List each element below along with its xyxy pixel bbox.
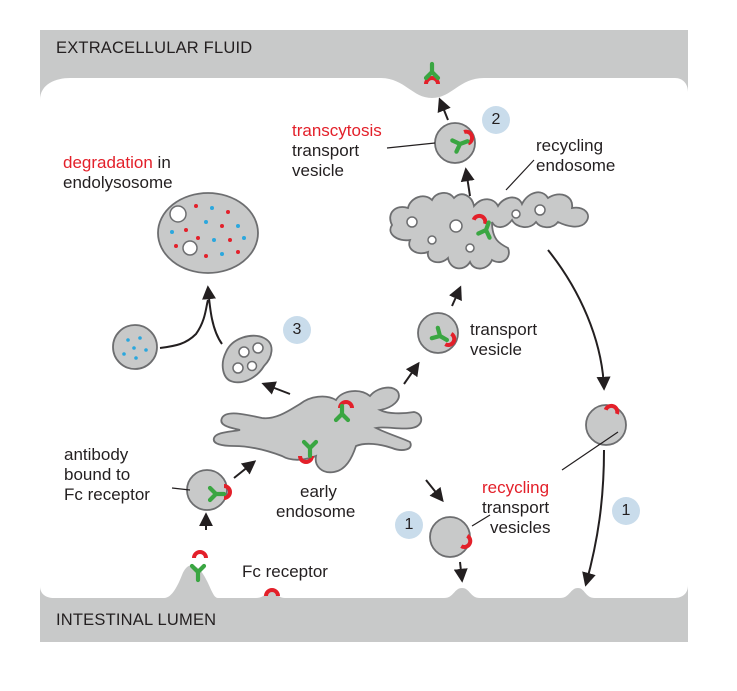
region-extracellular: EXTRACELLULAR FLUID [56,39,253,57]
step-badge-2: 2 [482,106,510,134]
label-degradation-red: degradation [63,153,153,172]
antibody-bound-vesicle [186,469,228,511]
label-early: early [300,482,337,501]
label-recycling: recycling [482,478,550,497]
label-antibody: antibody [64,445,129,464]
label-recycling-endosome-1: recycling [536,136,604,155]
label-degradation: degradation in [63,153,171,173]
label-transport-vesicle-1: transport [470,320,538,339]
label-bound-to: bound to [64,465,131,484]
recycling-vesicle-right [585,404,627,446]
leader-lines [171,142,619,527]
label-endolysosome: endolysosome [63,173,173,192]
step-badge-1-left: 1 [395,511,423,539]
degradation-dots [170,204,246,258]
recycling-vesicle-lower [429,516,471,558]
label-recycling-endosome-2: endosome [536,156,616,175]
label-transport-vesicle-2: vesicle [470,340,522,359]
label-transcytosis: transcytosis [292,121,382,140]
label-fc-receptor: Fc receptor [242,562,328,581]
label-early-endosome: endosome [276,502,356,521]
label-transcytosis-transport: transport [292,141,360,160]
early-endosome [212,386,423,474]
label-transcytosis-vesicle: vesicle [292,161,344,180]
label-degradation-in: in [152,153,171,172]
label-fc-receptor-bound: Fc receptor [64,485,150,504]
step-badge-3: 3 [283,316,311,344]
region-intestinal-lumen: INTESTINAL LUMEN [56,611,217,629]
label-recycling-vesicles: vesicles [490,518,551,537]
pathway-arrows [159,97,611,587]
step-badge-1-right: 1 [612,497,640,525]
label-recycling-transport: transport [482,498,550,517]
